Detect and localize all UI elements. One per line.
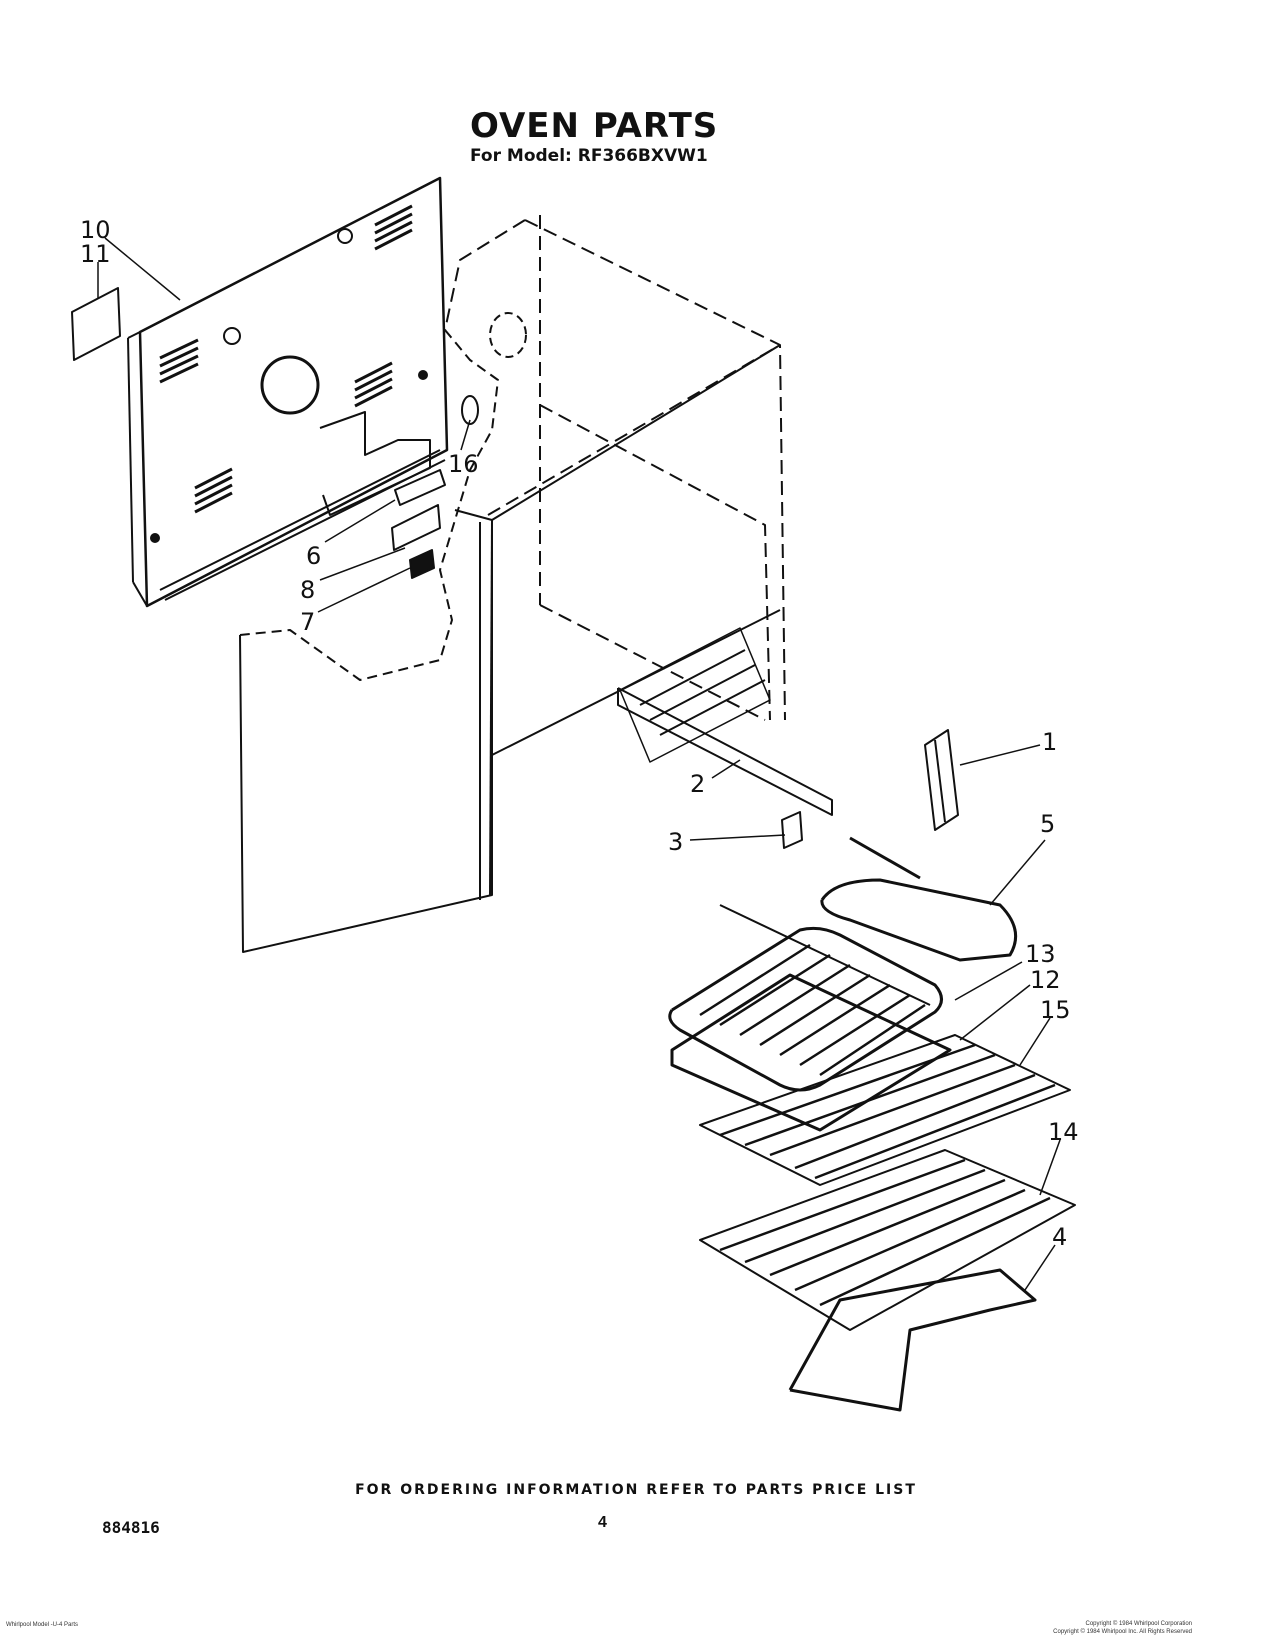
fine-print-left: Whirlpool Model -U-4 Parts <box>6 1622 79 1628</box>
cover-plate-drawing <box>71 262 121 361</box>
callout-2: 2 <box>690 770 705 798</box>
callout-11: 11 <box>80 240 111 268</box>
leader-lines <box>104 237 1061 1291</box>
cabinet-frame-drawing <box>239 215 786 953</box>
bake-element-drawing <box>820 836 1018 962</box>
side-bracket-drawing <box>924 729 959 831</box>
callout-4: 4 <box>1052 1223 1067 1251</box>
fine-print-right: Copyright © 1984 Whirlpool Corporation C… <box>1053 1620 1192 1636</box>
callout-5: 5 <box>1040 810 1055 838</box>
callout-15: 15 <box>1040 996 1071 1024</box>
broil-pan-drawing <box>668 904 952 1132</box>
document-number: 884816 <box>102 1518 160 1537</box>
callout-7: 7 <box>300 608 315 636</box>
callout-14: 14 <box>1048 1118 1079 1146</box>
lower-rack-drawing <box>699 1149 1076 1331</box>
back-panel-drawing <box>127 176 449 608</box>
model-line: For Model: RF366BXVW1 <box>470 146 708 166</box>
callout-6: 6 <box>306 542 321 570</box>
copyright-line-1: Copyright © 1984 Whirlpool Corporation <box>1085 1621 1192 1627</box>
callout-12: 12 <box>1030 966 1061 994</box>
lower-element-drawing <box>788 1268 1037 1412</box>
callout-8: 8 <box>300 576 315 604</box>
page-number: 4 <box>598 1514 607 1531</box>
rail-and-clip-drawing <box>617 687 833 849</box>
callout-13: 13 <box>1025 940 1056 968</box>
upper-rack-drawing <box>699 1034 1071 1186</box>
callout-3: 3 <box>668 828 683 856</box>
callout-10: 10 <box>80 216 111 244</box>
ordering-note: FOR ORDERING INFORMATION REFER TO PARTS … <box>355 1482 917 1498</box>
callout-1: 1 <box>1042 728 1057 756</box>
copyright-line-2: Copyright © 1984 Whirlpool Inc. All Righ… <box>1053 1629 1192 1635</box>
terminal-parts-drawing <box>391 395 479 579</box>
callout-16: 16 <box>448 450 479 478</box>
page-title: OVEN PARTS <box>470 106 719 146</box>
